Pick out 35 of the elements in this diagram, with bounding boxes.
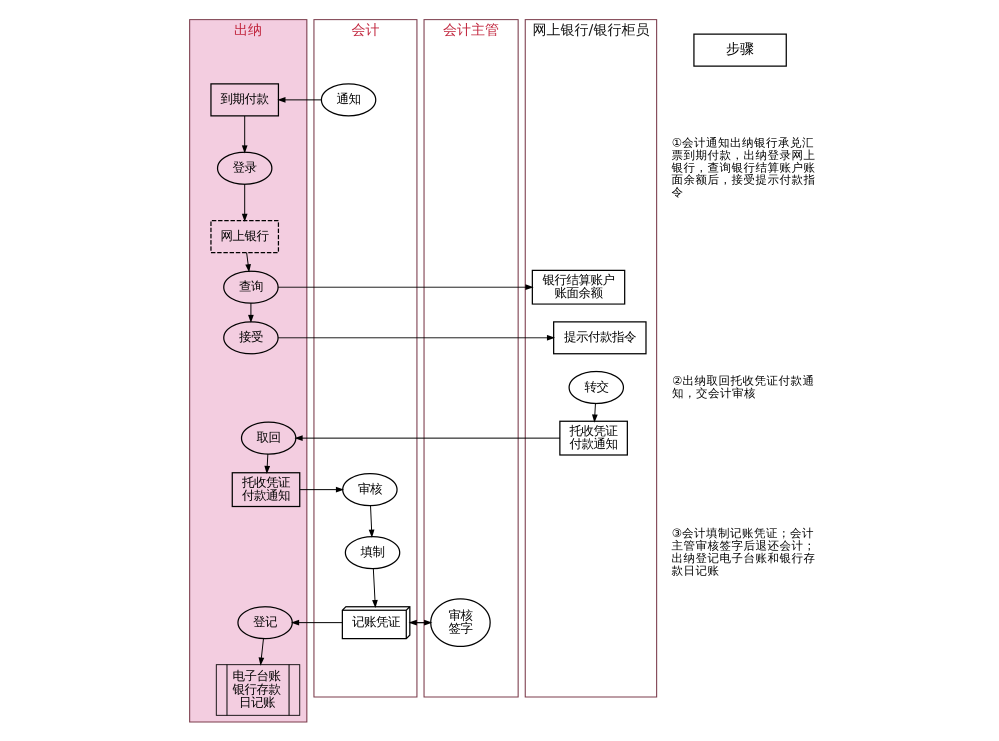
arrow [300,486,344,492]
node-box: 托收凭证付款通知 [559,420,628,456]
node-box: 托收凭证付款通知 [232,472,300,508]
node-ellipse: 审核 [342,473,398,506]
label: ②出纳取回托收凭证付款通知，交会计审核 [672,373,815,400]
label: ①会计通知出纳银行承兑汇票到期付款，出纳登录网上银行，查询银行结算账户账面余额后，接受提示付款指令 [672,135,816,200]
node-box: 网上银行 [210,220,280,254]
arrow [242,184,248,222]
node-ellipse: 登记 [237,606,293,640]
node-ellipse: 查询 [223,270,279,304]
arrow [245,252,251,272]
arrow [294,435,560,441]
node-ellipse: 填制 [344,536,400,570]
node-ellipse: 转交 [568,370,624,404]
label: ③会计填制记账凭证；会计主管审核签字后退还会计；出纳登记电子台账和银行存款日记账 [672,526,816,578]
arrow [592,403,598,423]
node-box: 银行结算账户账面余额 [532,270,626,305]
arrow [278,284,534,290]
arrow [277,97,322,103]
node-ellipse: 取回 [240,422,296,455]
arrow [290,620,343,626]
arrow [242,115,248,154]
node-box: 到期付款 [210,83,280,116]
node-ellipse: 通知 [320,83,376,116]
node-box: 步骤 [693,34,787,67]
arrow [278,334,556,341]
node-ellipse: 接受 [223,321,279,354]
arrow [372,568,378,608]
arrow [264,454,270,474]
arrow [248,302,254,324]
node-ellipse: 审核签字 [430,598,491,648]
node-box: 提示付款指令 [553,321,647,354]
arrow [258,638,264,666]
node-ellipse: 登录 [216,152,272,185]
arrow [368,505,374,538]
